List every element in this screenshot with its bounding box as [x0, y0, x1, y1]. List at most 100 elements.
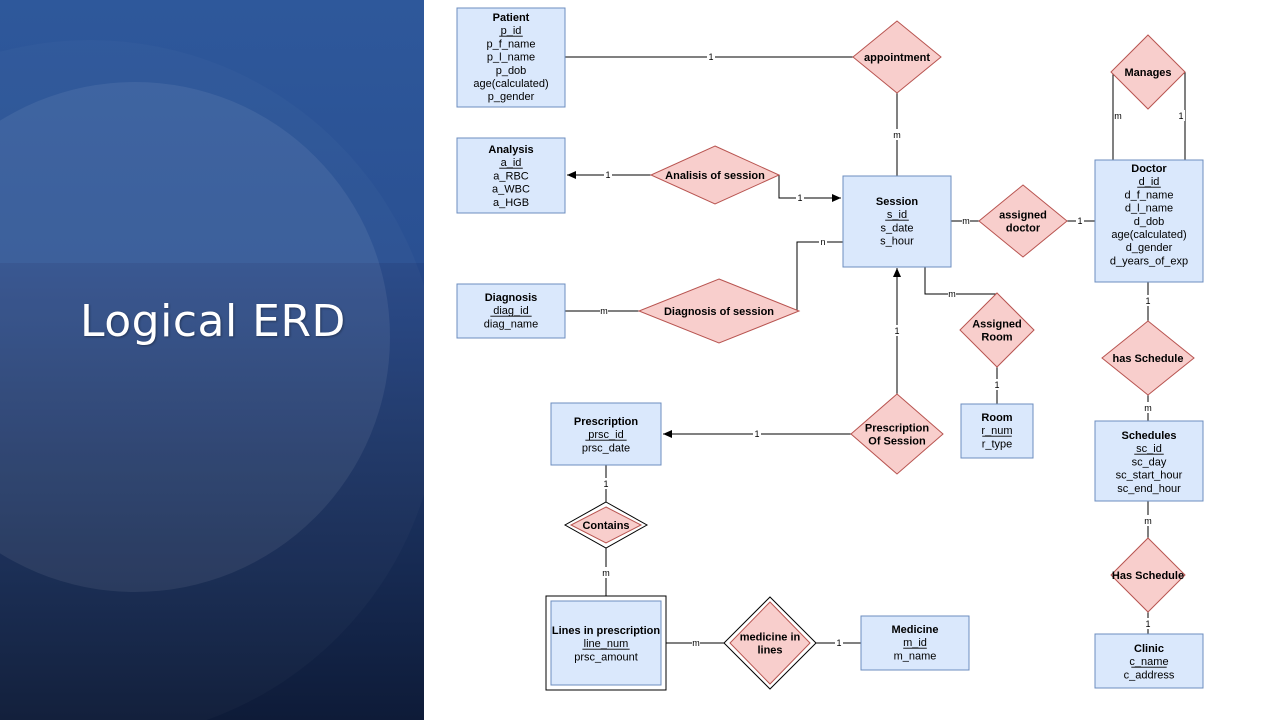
entity-title: Doctor: [1131, 163, 1167, 175]
edge-line: [796, 241, 843, 311]
relationship-diamond: [729, 601, 811, 685]
entity-box: [1094, 633, 1204, 689]
relationship-diamond: [978, 184, 1068, 258]
slide-title: Logical ERD: [80, 296, 346, 347]
relationship-label: doctor: [1006, 223, 1041, 235]
entities-layer: Patientp_idp_f_namep_l_namep_dobage(calc…: [456, 7, 1204, 691]
relationship-diamond: [637, 278, 801, 344]
cardinality-label: m: [600, 306, 608, 316]
entity-attribute: p_gender: [488, 91, 535, 103]
cardinality-bg: [796, 192, 804, 203]
cardinality-label: 1: [994, 380, 999, 390]
relationship-contains[interactable]: Contains: [563, 501, 649, 549]
entity-attribute: s_hour: [880, 236, 914, 248]
cardinality-label: 1: [894, 326, 899, 336]
relationship-label: Diagnosis of session: [664, 306, 774, 318]
relationship-label: assigned: [999, 210, 1047, 222]
entity-attribute: m_id: [903, 637, 927, 649]
cardinality-label: m: [948, 289, 956, 299]
cardinality-bg: [893, 129, 901, 140]
entity-attribute: sc_end_hour: [1117, 483, 1181, 495]
decorative-circle: [0, 82, 390, 592]
entity-patient[interactable]: Patientp_idp_f_namep_l_namep_dobage(calc…: [456, 7, 566, 108]
relationship-diamond: [852, 20, 942, 94]
relationship-label: Room: [981, 332, 1012, 344]
entity-title: Clinic: [1134, 643, 1164, 655]
relationship-label: appointment: [864, 52, 930, 64]
relationship-label: Assigned: [972, 319, 1022, 331]
cardinality-bg: [600, 305, 608, 316]
cardinality-bg: [604, 169, 612, 180]
entity-attribute: d_l_name: [1125, 203, 1173, 215]
entity-attribute: sc_start_hour: [1116, 470, 1183, 482]
entity-attribute: d_dob: [1134, 216, 1165, 228]
cardinality-bg: [692, 637, 700, 648]
entity-box: [456, 283, 566, 339]
relationship-diamond: [569, 506, 643, 544]
cardinality-label: m: [1144, 516, 1152, 526]
relationship-analysis_of_session[interactable]: Analisis of session: [649, 145, 781, 205]
cardinality-bg: [1076, 215, 1084, 226]
entity-doctor[interactable]: Doctord_idd_f_named_l_named_dobage(calcu…: [1094, 159, 1204, 283]
entity-attribute: sc_day: [1132, 456, 1167, 468]
edge-line: [924, 267, 997, 295]
relationship-diagnosis_of_session[interactable]: Diagnosis of session: [637, 278, 801, 344]
entity-box: [550, 600, 662, 686]
entity-attribute: a_id: [501, 157, 522, 169]
entity-box: [960, 403, 1034, 459]
entity-attribute: d_years_of_exp: [1110, 255, 1188, 267]
entity-attribute: s_date: [880, 222, 913, 234]
relationship-has_schedule_clinic[interactable]: Has Schedule: [1110, 537, 1186, 613]
entity-attribute: a_WBC: [492, 184, 530, 196]
entity-attribute: prsc_date: [582, 442, 630, 454]
cardinality-bg: [1114, 110, 1122, 121]
entity-attribute: a_HGB: [493, 197, 529, 209]
entity-title: Medicine: [891, 624, 938, 636]
cardinality-bg: [993, 379, 1001, 390]
relationship-label: has Schedule: [1113, 353, 1184, 365]
entity-title: Prescription: [574, 416, 638, 428]
relationship-label: Contains: [582, 520, 629, 532]
relationship-label: Has Schedule: [1112, 570, 1184, 582]
entity-attribute: d_id: [1139, 176, 1160, 188]
entity-box: [860, 615, 970, 671]
entity-title: Patient: [493, 12, 530, 24]
entity-attribute: sc_id: [1136, 443, 1162, 455]
cardinality-label: 1: [1077, 216, 1082, 226]
cardinality-label: 1: [708, 52, 713, 62]
cardinality-bg: [1144, 295, 1152, 306]
entity-box: [550, 402, 662, 466]
cardinality-bg: [835, 637, 843, 648]
relationship-has_schedule[interactable]: has Schedule: [1101, 320, 1195, 396]
relationship-appointment[interactable]: appointment: [852, 20, 942, 94]
cardinality-bg: [962, 215, 970, 226]
cardinality-label: 1: [797, 193, 802, 203]
entity-title: Schedules: [1121, 430, 1176, 442]
cardinality-label: 1: [1145, 296, 1150, 306]
cardinality-label: m: [1144, 403, 1152, 413]
cardinality-bg: [602, 567, 610, 578]
entity-title: Lines in prescription: [552, 625, 660, 637]
relationship-manages[interactable]: Manages: [1110, 34, 1186, 110]
entity-attribute: diag_name: [484, 318, 538, 330]
entity-attribute: d_f_name: [1125, 189, 1174, 201]
cardinality-bg: [602, 478, 610, 489]
relationship-diamond: [1101, 320, 1195, 396]
panel-band: [0, 0, 424, 263]
slide-title-panel: [0, 0, 424, 720]
